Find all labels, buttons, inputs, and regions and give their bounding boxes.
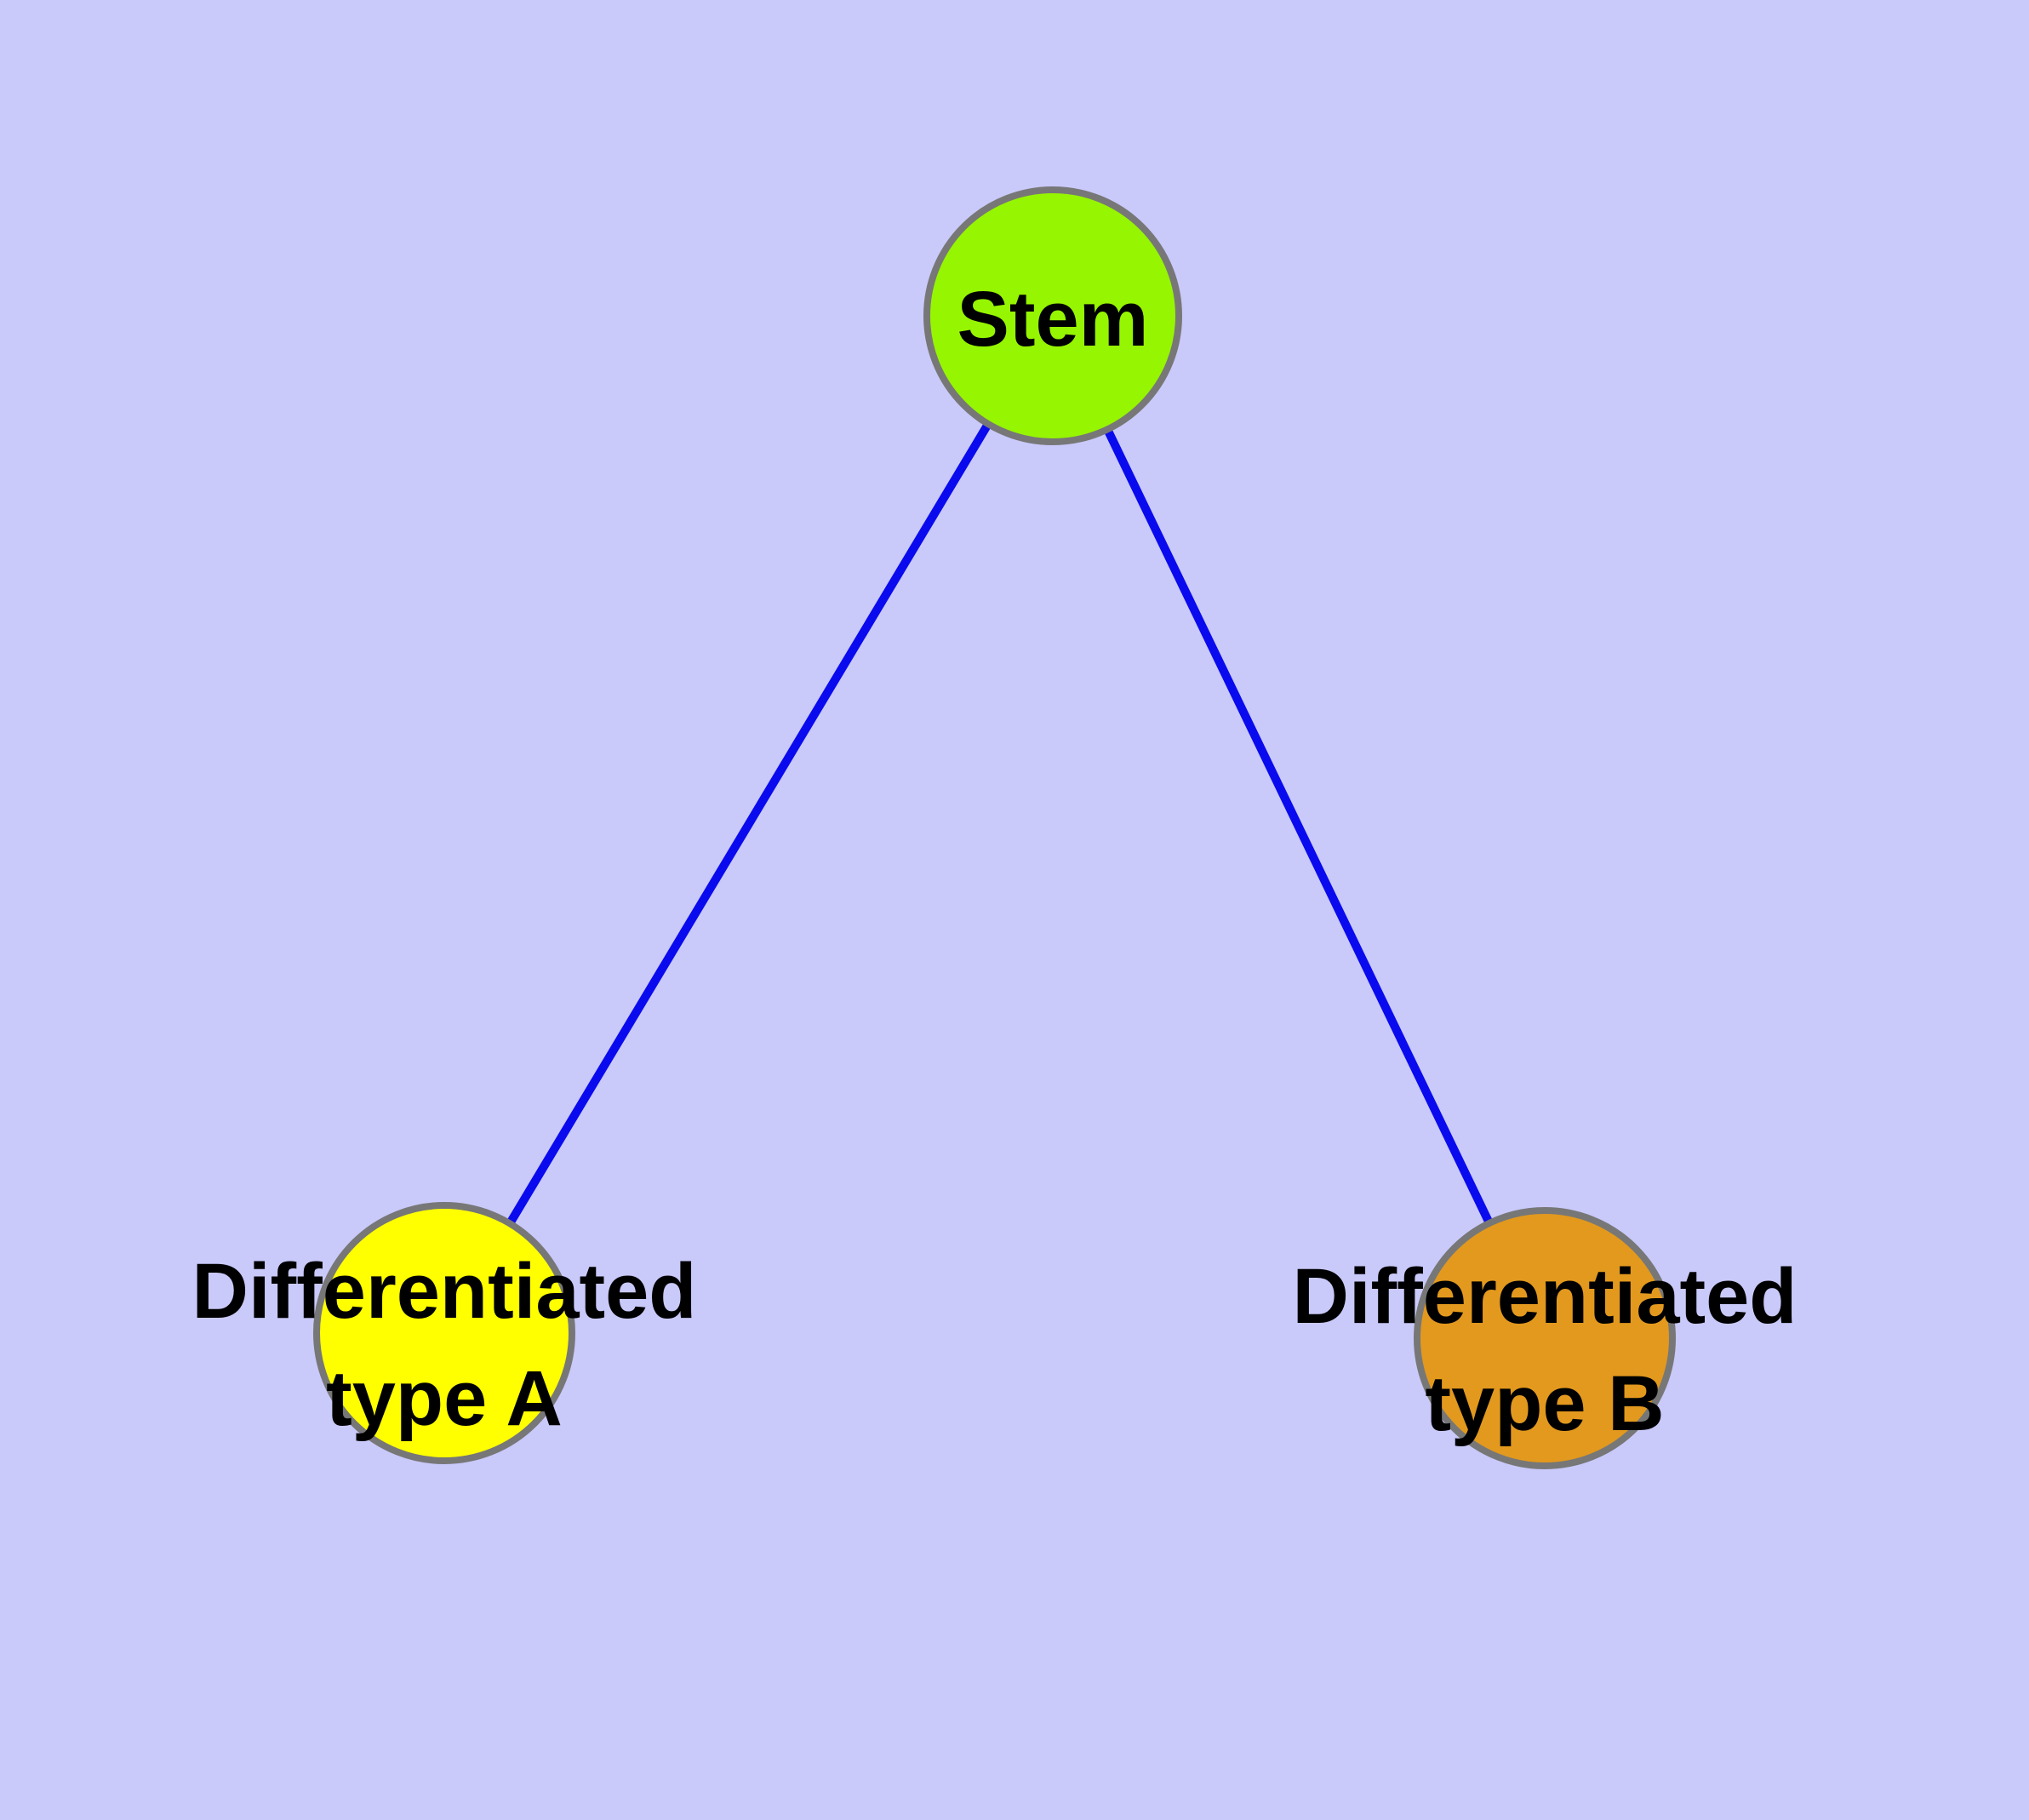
node-type-b-label-line1: Differentiated xyxy=(1293,1253,1798,1340)
node-differentiated-type-a xyxy=(313,1202,575,1464)
node-type-a-label-line1: Differentiated xyxy=(192,1248,697,1335)
node-stem xyxy=(923,186,1182,445)
node-type-a-label-line2: type A xyxy=(326,1355,563,1442)
edge-stem-to-type-a xyxy=(440,313,1057,1336)
node-stem-label: Stem xyxy=(957,276,1149,363)
edge-stem-to-type-b xyxy=(1049,313,1549,1341)
node-type-b-label-line2: type B xyxy=(1425,1360,1664,1447)
node-differentiated-type-b xyxy=(1414,1207,1676,1469)
